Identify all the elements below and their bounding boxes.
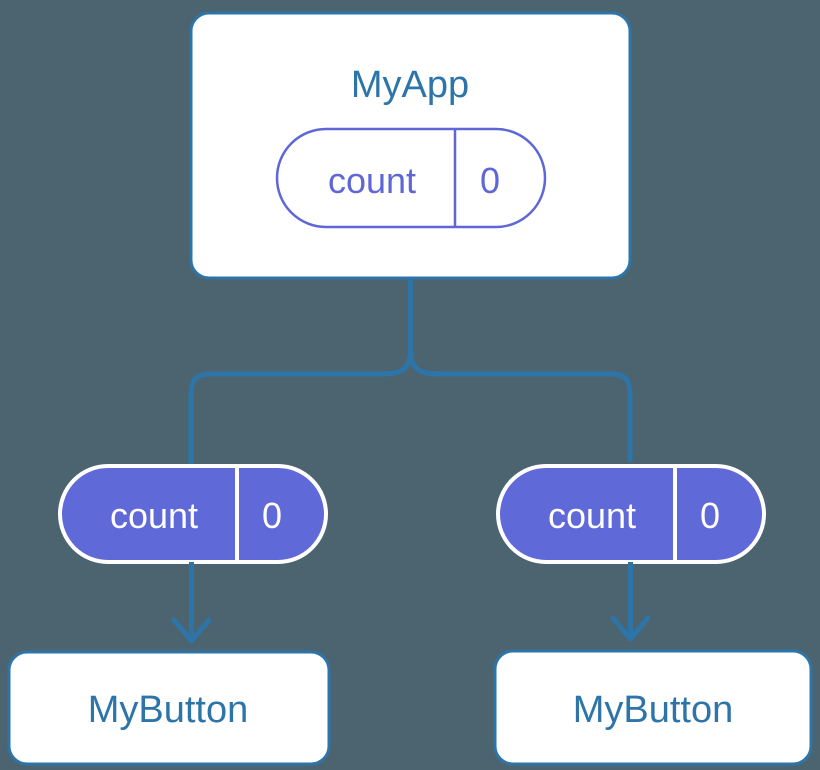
mybutton-right-label: MyButton <box>573 689 734 731</box>
state-pill-root-key-label: count <box>328 160 416 201</box>
mybutton-right-box[interactable] <box>493 649 813 766</box>
arrow-right-group <box>610 562 651 642</box>
arrow-left-head-icon <box>171 617 212 644</box>
state-pill-right-value-label: 0 <box>700 495 720 536</box>
connector-branch-left <box>188 349 413 466</box>
arrow-right-head-icon <box>610 615 651 642</box>
state-pill-left-key-label: count <box>110 495 198 536</box>
state-pill-root-shape[interactable] <box>275 127 547 229</box>
node-mybutton-left[interactable] <box>7 650 331 766</box>
connector-branch-right <box>408 349 633 462</box>
state-pill-left-value-label: 0 <box>262 495 282 536</box>
mybutton-left-box[interactable] <box>7 650 331 766</box>
myapp-title-label: MyApp <box>351 64 469 106</box>
tree-connector-group <box>188 278 633 466</box>
state-pill-root[interactable] <box>275 127 547 229</box>
mybutton-left-label: MyButton <box>88 689 249 731</box>
node-mybutton-right[interactable] <box>493 649 813 766</box>
arrow-left-group <box>171 562 212 644</box>
state-pill-right-key-label: count <box>548 495 636 536</box>
state-pill-root-value-label: 0 <box>480 160 500 201</box>
